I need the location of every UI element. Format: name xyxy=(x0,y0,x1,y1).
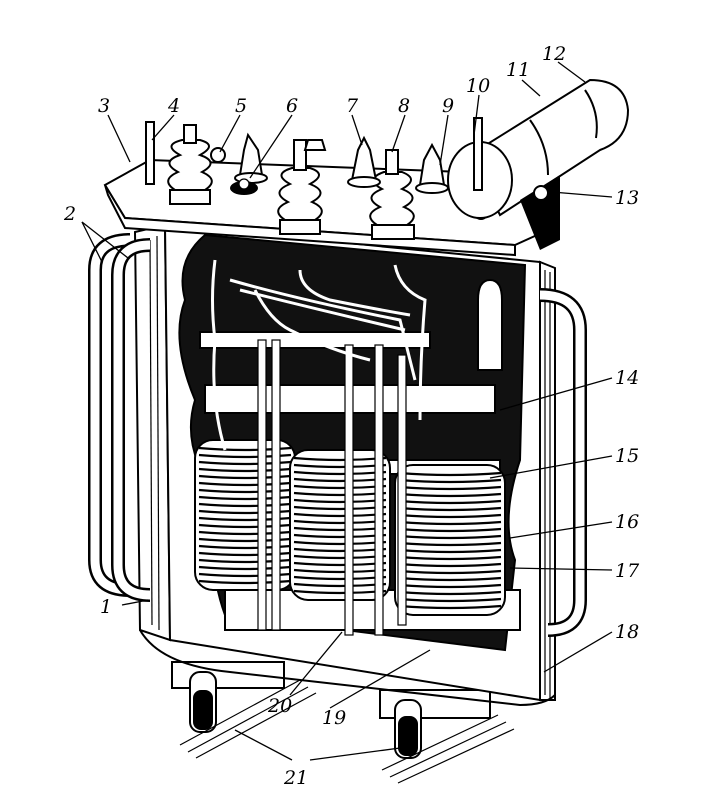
winding-turn xyxy=(198,453,292,459)
thermometer-pocket xyxy=(145,121,155,185)
internal-leads xyxy=(211,259,427,451)
callout-16: 16 xyxy=(615,511,639,533)
wheel-carriage-right xyxy=(379,689,515,784)
winding-turn xyxy=(398,527,502,533)
tap-switch xyxy=(230,178,258,195)
winding-turn xyxy=(398,562,502,568)
wheel-carriage-left xyxy=(171,661,317,759)
callout-14: 14 xyxy=(615,367,639,389)
winding-turn xyxy=(198,495,292,501)
callout-labels: 1 2 3 4 5 6 7 8 9 10 11 12 13 14 15 16 1… xyxy=(63,43,640,789)
winding-turn xyxy=(198,481,292,487)
callout-12: 12 xyxy=(542,43,566,65)
bushing-hv-middle xyxy=(277,139,323,235)
winding-turn xyxy=(398,597,502,603)
winding-turn xyxy=(198,558,292,564)
winding-turn xyxy=(398,583,502,589)
tie-rods xyxy=(257,339,407,636)
winding-turn xyxy=(198,537,292,543)
winding-turn xyxy=(398,576,502,582)
winding-left xyxy=(194,439,296,591)
winding-turn xyxy=(198,446,292,452)
winding-turn xyxy=(198,551,292,557)
callout-21: 21 xyxy=(283,767,308,789)
callout-5: 5 xyxy=(235,95,247,117)
winding-turn xyxy=(198,474,292,480)
winding-turn xyxy=(198,544,292,550)
callout-2: 2 xyxy=(63,203,76,225)
winding-turn xyxy=(398,485,502,491)
winding-turn xyxy=(198,460,292,466)
winding-turn xyxy=(198,488,292,494)
winding-turn xyxy=(198,516,292,522)
winding-turn xyxy=(198,467,292,473)
bushing-hv-left xyxy=(167,124,213,205)
radiator-tube-right xyxy=(539,288,587,637)
callout-19: 19 xyxy=(322,707,346,729)
callout-10: 10 xyxy=(466,75,490,97)
winding-turn xyxy=(198,509,292,515)
winding-turn xyxy=(198,565,292,571)
callout-17: 17 xyxy=(615,560,640,582)
winding-turn xyxy=(398,471,502,477)
bushing-hv-right xyxy=(369,149,415,240)
winding-turn xyxy=(398,513,502,519)
callout-4: 4 xyxy=(167,95,180,117)
inner-tube xyxy=(477,278,503,371)
winding-turn xyxy=(198,572,292,578)
winding-turn xyxy=(398,555,502,561)
callout-8: 8 xyxy=(398,95,410,117)
callout-11: 11 xyxy=(506,59,530,81)
radiator-tubes-left xyxy=(88,233,151,602)
winding-turn xyxy=(398,478,502,484)
callout-6: 6 xyxy=(286,95,298,117)
callout-9: 9 xyxy=(442,95,454,117)
callout-3: 3 xyxy=(98,95,110,117)
winding-turn xyxy=(398,534,502,540)
callout-13: 13 xyxy=(615,187,639,209)
winding-turn xyxy=(398,548,502,554)
winding-turn xyxy=(398,604,502,610)
winding-turn xyxy=(198,579,292,585)
callout-15: 15 xyxy=(615,445,639,467)
winding-turn xyxy=(398,590,502,596)
winding-turn xyxy=(398,541,502,547)
winding-turn xyxy=(198,530,292,536)
winding-turn xyxy=(398,520,502,526)
winding-right xyxy=(394,464,506,616)
callout-1: 1 xyxy=(100,596,112,618)
winding-turn xyxy=(398,569,502,575)
conservator-tank xyxy=(447,78,630,250)
callout-7: 7 xyxy=(346,95,359,117)
callout-18: 18 xyxy=(615,621,639,643)
winding-turn xyxy=(398,499,502,505)
callout-20: 20 xyxy=(267,695,292,717)
winding-turn xyxy=(398,492,502,498)
leader-lines xyxy=(81,61,613,761)
winding-turn xyxy=(198,502,292,508)
winding-turn xyxy=(398,506,502,512)
winding-turn xyxy=(198,523,292,529)
